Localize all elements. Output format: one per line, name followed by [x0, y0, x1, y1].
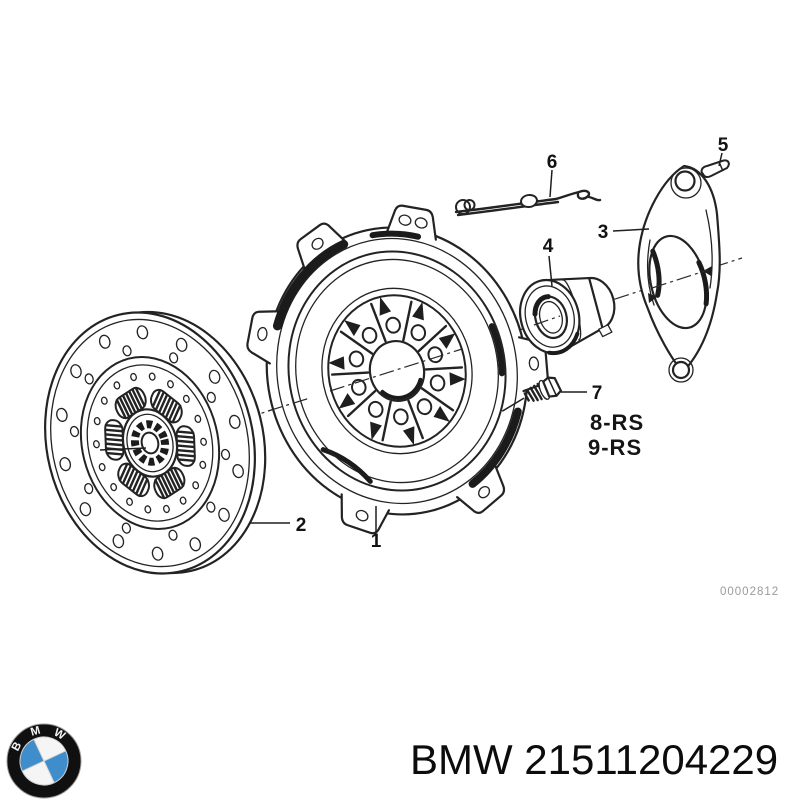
logo-letter-m: M [29, 725, 42, 739]
pivot-pin [702, 160, 729, 177]
kit-label-8rs: 8-RS [590, 410, 644, 435]
drawing-number: 00002812 [720, 586, 779, 598]
disc-rivet-holes [32, 308, 267, 577]
callout-4-leader [549, 256, 552, 286]
clutch-disc [18, 288, 292, 598]
callout-7: 7 [592, 383, 603, 404]
callout-leader-lines [250, 153, 722, 532]
callout-5: 5 [718, 135, 729, 156]
diaphragm-spring-fingers [328, 296, 466, 446]
callout-6: 6 [547, 152, 558, 173]
part-number-caption: BMW 21511204229 [410, 736, 778, 783]
callout-1: 1 [371, 531, 382, 552]
callout-2: 2 [296, 515, 307, 536]
kit-label-9rs: 9-RS [588, 435, 642, 460]
release-bearing [512, 264, 623, 360]
retaining-spring-clip [456, 191, 600, 215]
callout-3: 3 [598, 222, 609, 243]
pivot-bolt [497, 375, 562, 417]
callout-5-leader [719, 153, 722, 166]
callout-3-leader [613, 229, 649, 231]
callout-6-leader [550, 170, 552, 197]
bmw-roundel-logo: B M W [7, 724, 81, 798]
hub-detail-line [100, 448, 146, 450]
torsion-springs [91, 374, 209, 511]
center-axis-overlays [268, 270, 708, 411]
release-fork [638, 166, 719, 382]
logo-letter-w: W [52, 727, 68, 743]
callout-4: 4 [543, 236, 554, 257]
